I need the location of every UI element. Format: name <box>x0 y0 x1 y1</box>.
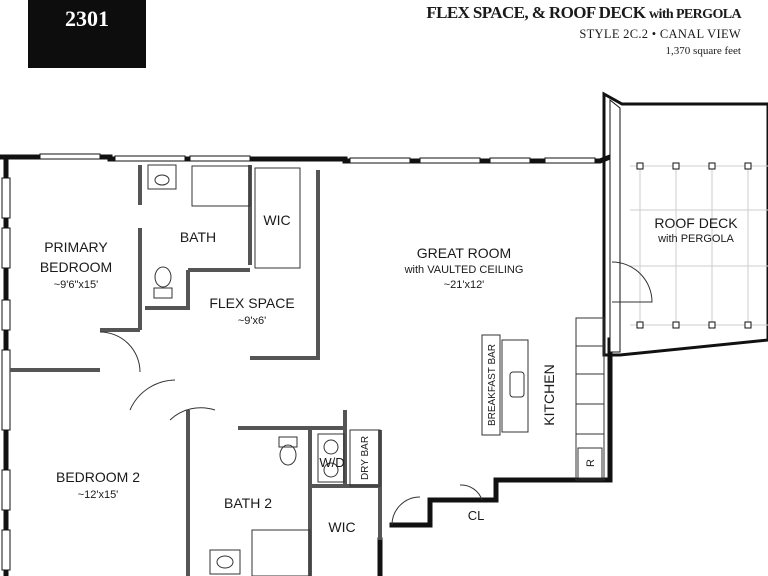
door-swings <box>99 331 483 526</box>
interior-walls <box>10 165 382 576</box>
refrigerator-label: R <box>585 459 597 467</box>
plan-title-suffix: with PERGOLA <box>649 7 742 22</box>
square-feet: 1,370 square feet <box>665 45 741 57</box>
unit-number-badge: 2301 <box>28 0 146 68</box>
wic-bottom-label: WIC <box>328 519 355 535</box>
bedroom2-label: BEDROOM 2 <box>56 469 140 485</box>
primary-bedroom-label-1: PRIMARY <box>44 239 108 255</box>
bath2-label: BATH 2 <box>224 495 272 511</box>
great-room-size: ~21'x12' <box>444 279 485 291</box>
kitchen-cabinetry <box>349 317 605 487</box>
top-windows <box>39 153 596 164</box>
flex-space-size: ~9'x6' <box>238 315 266 327</box>
bath-label: BATH <box>180 229 216 245</box>
bedroom2-size: ~12'x15' <box>78 489 119 501</box>
flex-space-label: FLEX SPACE <box>209 295 294 311</box>
wic-top-label: WIC <box>263 212 290 228</box>
roof-deck-label: ROOF DECK <box>654 215 738 231</box>
kitchen-label: KITCHEN <box>541 364 557 425</box>
fixtures <box>147 164 345 576</box>
plan-title: FLEX SPACE, & ROOF DECK with PERGOLA <box>426 3 741 23</box>
room-labels: PRIMARY BEDROOM ~9'6"x15' BATH WIC FLEX … <box>40 212 738 535</box>
roof-deck-subtitle: with PERGOLA <box>657 233 734 245</box>
left-windows <box>1 177 11 571</box>
plan-title-main: FLEX SPACE, & ROOF DECK <box>426 3 650 22</box>
great-room-label: GREAT ROOM <box>417 245 511 261</box>
breakfast-bar-label: BREAKFAST BAR <box>487 344 498 426</box>
primary-bedroom-label-2: BEDROOM <box>40 259 112 275</box>
primary-bedroom-size: ~9'6"x15' <box>54 279 99 291</box>
dry-bar-label: DRY BAR <box>360 436 371 480</box>
great-room-subtitle: with VAULTED CEILING <box>404 264 524 276</box>
exterior-walls <box>0 153 614 576</box>
style-line: STYLE 2C.2 • CANAL VIEW <box>579 27 741 41</box>
unit-number: 2301 <box>65 6 109 31</box>
washer-dryer-label: W/D <box>319 455 344 470</box>
closet-label: CL <box>468 508 485 523</box>
